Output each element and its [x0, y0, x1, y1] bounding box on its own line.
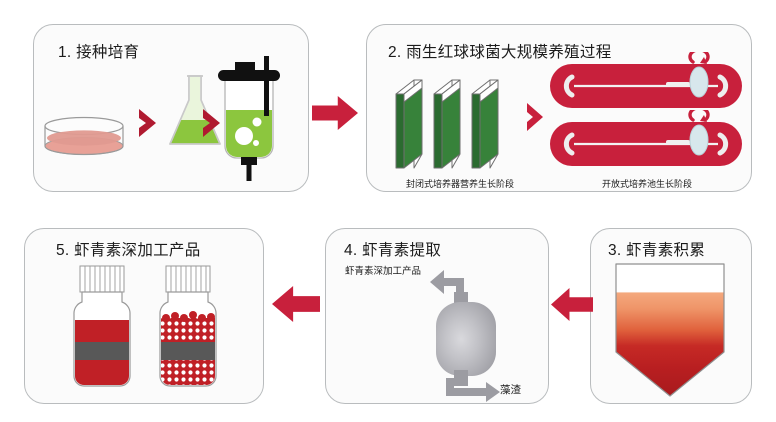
panel-4-label-product: 虾青素深加工产品	[345, 266, 422, 277]
panel-2-caption-open: 开放式培养池生长阶段	[601, 179, 692, 189]
raceway-pond-icon-bottom	[548, 106, 744, 168]
liquid-bottle-icon	[66, 264, 138, 392]
panel-3-title: 3. 虾青素积累	[608, 242, 706, 259]
panel-4-title: 4. 虾青素提取	[344, 242, 442, 259]
panel-1-title: 1. 接种培育	[58, 44, 140, 61]
flat-panel-photobioreactor-icon	[392, 64, 528, 176]
chevron-flask-to-fermenter	[200, 106, 226, 140]
panel-2-title: 2. 雨生红球球菌大规模养殖过程	[388, 44, 612, 61]
extraction-vessel-icon	[420, 252, 542, 402]
capsule-bottle-icon	[152, 264, 224, 392]
raceway-pond-icon-top	[548, 48, 744, 110]
fermenter-icon	[208, 48, 290, 184]
arrow-panel3-to-panel4	[551, 288, 593, 321]
arrow-panel4-to-panel5	[272, 286, 320, 322]
petri-dish-icon	[38, 112, 130, 160]
panel-5-deep-processed-products[interactable]	[24, 228, 264, 404]
panel-5-title: 5. 虾青素深加工产品	[56, 242, 201, 259]
chevron-petri-to-flask	[136, 106, 162, 140]
accumulation-tank-icon	[614, 262, 726, 398]
panel-4-label-residue: 藻渣	[500, 384, 521, 396]
arrow-panel1-to-panel2	[312, 96, 358, 130]
panel-2-caption-closed: 封闭式培养器营养生长阶段	[405, 179, 514, 189]
chevron-pbr-to-pond	[524, 100, 548, 134]
panel-4-astaxanthin-extraction[interactable]	[325, 228, 549, 404]
